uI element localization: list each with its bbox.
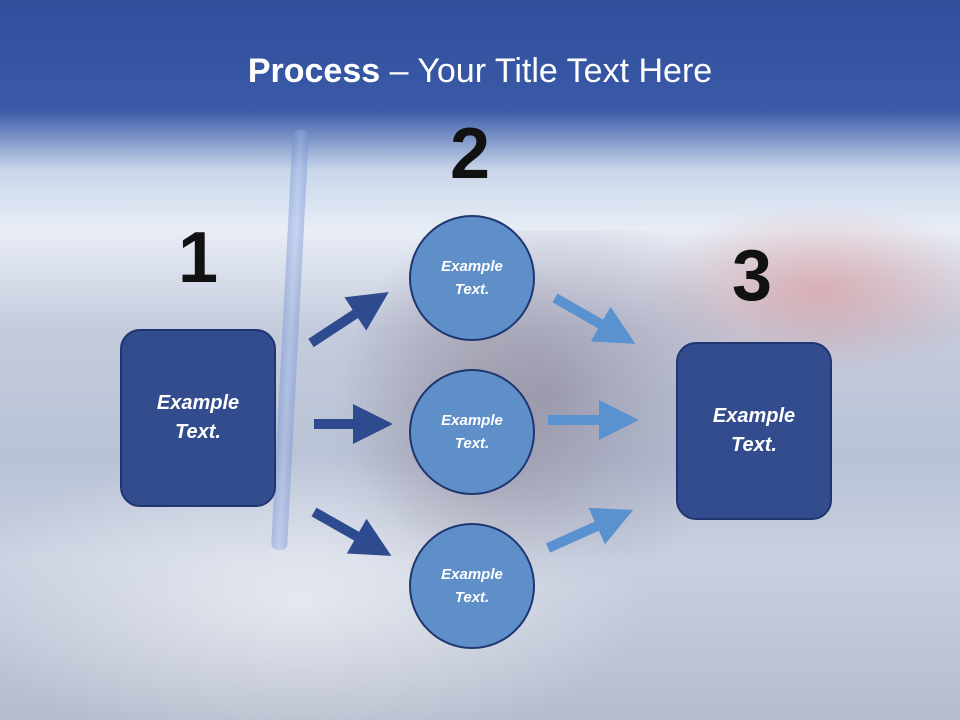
left-step-text: Example Text. bbox=[156, 392, 240, 443]
step-number-1: 1 bbox=[178, 218, 219, 298]
slide-title: Process – Your Title Text Here bbox=[0, 52, 960, 91]
circle-middle-text: Example Text. bbox=[441, 412, 503, 452]
title-rest: – Your Title Text Here bbox=[380, 52, 713, 90]
circle-top: Example Text. bbox=[409, 215, 535, 341]
circle-top-text: Example Text. bbox=[441, 258, 503, 298]
title-bold: Process bbox=[247, 52, 381, 90]
arrow-bottom-to-right bbox=[545, 507, 634, 553]
left-step-box: Example Text. bbox=[120, 329, 276, 507]
right-step-text: Example Text. bbox=[712, 405, 796, 456]
right-step-box: Example Text. bbox=[676, 342, 832, 520]
arrow-top-to-right bbox=[552, 293, 636, 344]
arrow-left-to-bottom bbox=[311, 507, 392, 556]
step-number-2: 2 bbox=[450, 114, 491, 194]
arrow-left-to-top bbox=[308, 292, 389, 348]
step-number-3: 3 bbox=[732, 236, 773, 316]
circle-bottom: Example Text. bbox=[409, 523, 535, 649]
circle-bottom-text: Example Text. bbox=[441, 566, 503, 606]
circle-middle: Example Text. bbox=[409, 369, 535, 495]
